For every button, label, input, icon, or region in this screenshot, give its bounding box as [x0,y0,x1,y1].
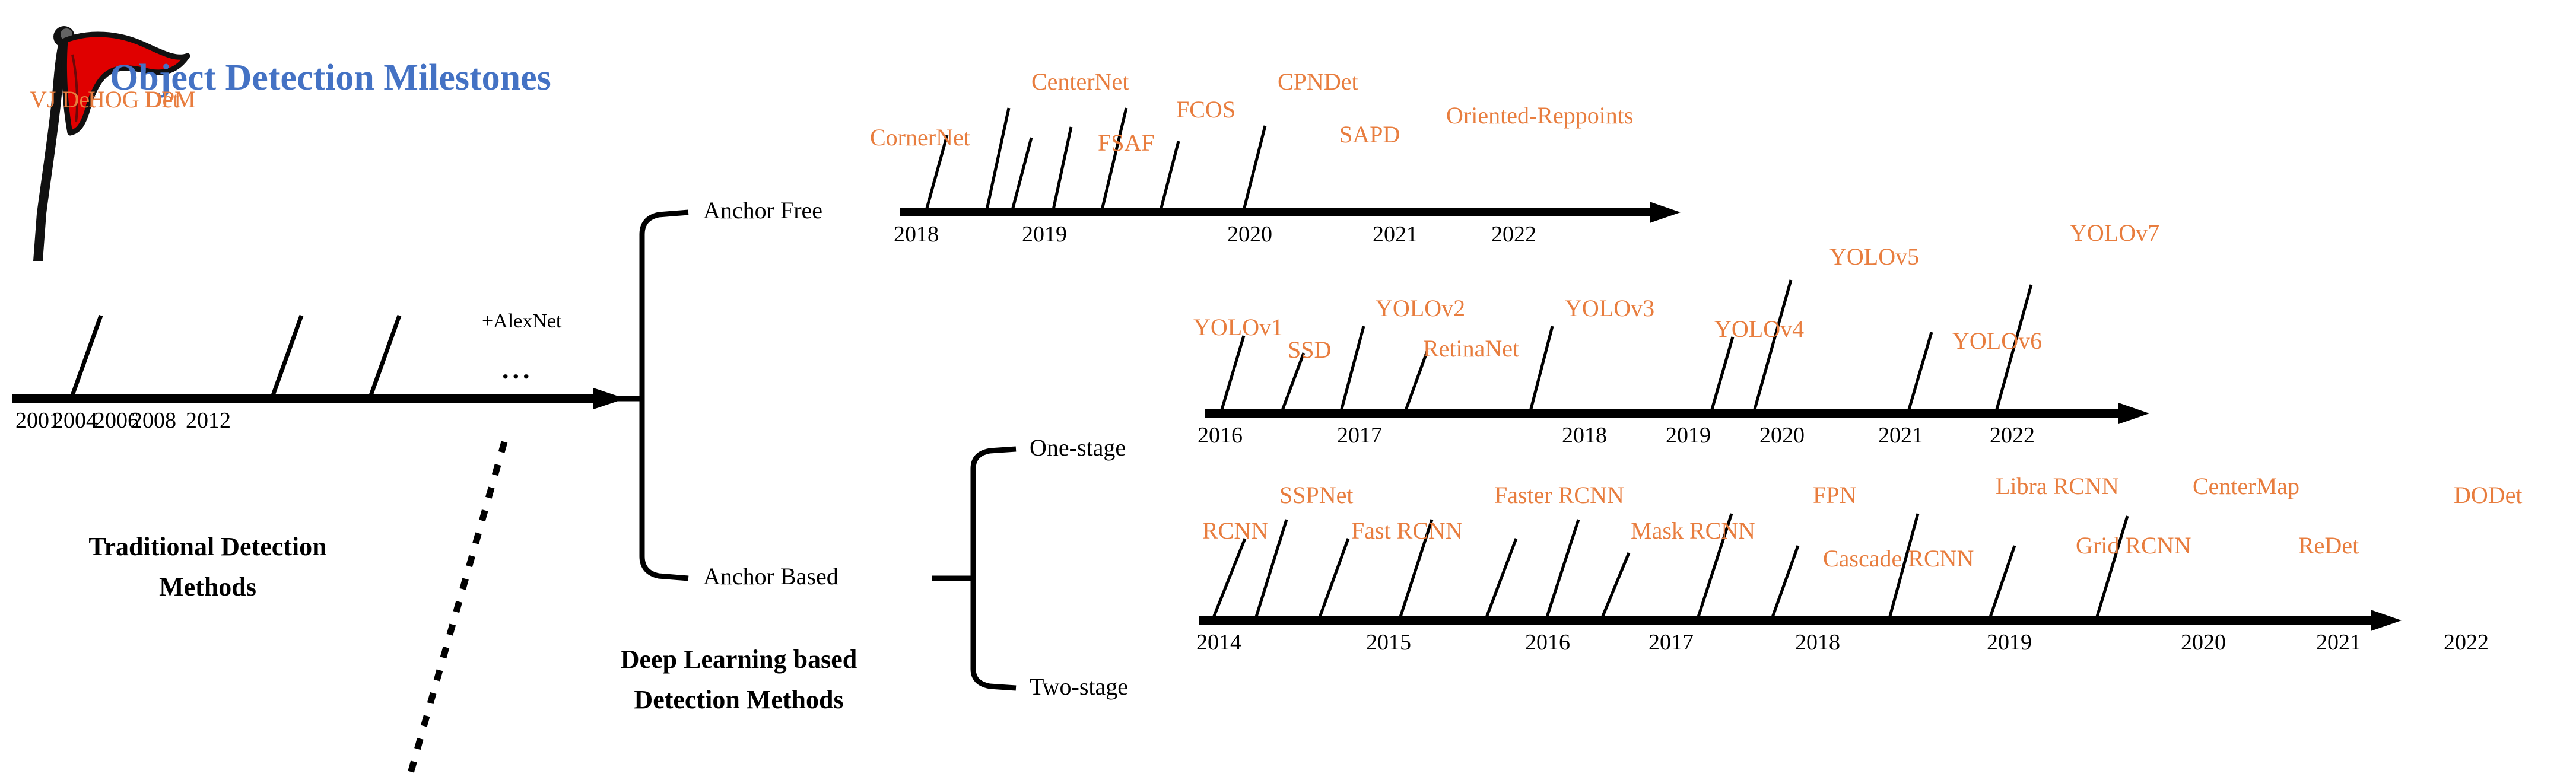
tick-vj-det [69,314,103,400]
tick-yolov5 [1752,279,1793,414]
branch-label-one-stage: One-stage [1030,434,1126,461]
tick-fast-rcnn [1317,538,1350,621]
tick-dpm [367,314,402,400]
dotted-divider [406,441,508,777]
tick-yolov2 [1339,326,1365,414]
tick-rcnn [1211,538,1247,621]
method-label-dodet: DODet [2454,482,2523,508]
ts-year-label-2017: 2017 [1648,630,1694,655]
tick-oriented-reppoints [1241,125,1267,213]
method-label-centernet: CenterNet [1031,68,1129,95]
method-label-yolov5: YOLOv5 [1829,243,1920,270]
ts-year-label-2016: 2016 [1525,630,1570,655]
tick-yolov6 [1906,332,1933,414]
caption-deep-learning-line1: Deep Learning based [620,645,857,674]
method-label-cascade-rcnn: Cascade RCNN [1823,545,1974,572]
ts-year-label-2019: 2019 [1987,630,2032,655]
os-year-label-2020: 2020 [1759,423,1805,448]
page-title: Object Detection Milestones [110,58,551,98]
branch-label-two-stage: Two-stage [1030,673,1129,700]
tick-grid-rcnn [1770,545,1800,621]
ts-year-label-2018: 2018 [1795,630,1840,655]
year-label-2006: 2006 [94,408,139,433]
os-year-label-2016: 2016 [1198,423,1243,448]
method-label-oriented-reppoints: Oriented-Reppoints [1446,102,1634,129]
method-label-sapd: SAPD [1339,121,1400,148]
method-label-cpndet: CPNDet [1278,68,1358,95]
method-label-yolov2: YOLOv2 [1376,295,1466,321]
ts-year-label-2022: 2022 [2444,630,2489,655]
ts-year-label-2014: 2014 [1196,630,1241,655]
af-year-label-2022: 2022 [1491,222,1536,247]
tick-fpn [1544,519,1580,621]
method-label-yolov3: YOLOv3 [1565,295,1655,321]
root-bracket [601,209,689,581]
year-label-2004: 2004 [52,408,97,433]
ts-year-label-2021: 2021 [2316,630,2361,655]
method-label-fcos: FCOS [1176,96,1236,123]
tick-cpndet [1100,107,1128,213]
method-label-ssd: SSD [1288,336,1332,363]
year-label-2012: 2012 [186,408,231,433]
method-label-cornernet: CornerNet [870,124,970,151]
os-year-label-2019: 2019 [1666,423,1711,448]
method-label-yolov7: YOLOv7 [2070,219,2160,246]
method-label-faster-rcnn: Faster RCNN [1494,482,1624,508]
tick-yolov3 [1528,326,1554,414]
os-year-label-2022: 2022 [1990,423,2035,448]
os-year-label-2018: 2018 [1562,423,1607,448]
method-label-sspnet: SSPNet [1279,482,1354,508]
method-label-grid-rcnn: Grid RCNN [2076,532,2191,559]
method-label-fast-rcnn: Fast RCNN [1351,517,1463,544]
tick-cascade-rcnn [1599,552,1631,621]
anchor-based-bracket [932,446,1017,691]
tick-fcos [1051,126,1073,213]
ts-year-label-2015: 2015 [1366,630,1411,655]
tick-hog-det [269,314,304,400]
tick-yolov1 [1219,335,1246,414]
af-year-label-2021: 2021 [1373,222,1418,247]
method-label-fpn: FPN [1813,482,1857,508]
ellipsis-annotation: ... [502,354,533,384]
method-label-retinanet: RetinaNet [1423,335,1520,362]
year-label-2001: 2001 [15,408,61,433]
method-label-centermap: CenterMap [2193,473,2299,499]
tick-centernet [984,107,1011,213]
method-label-hog-det: HOG Det [88,86,180,113]
branch-label-anchor-based: Anchor Based [703,563,838,590]
alexnet-annotation: +AlexNet [482,310,562,332]
method-label-libra-rcnn: Libra RCNN [1996,473,2119,499]
caption-traditional-line1: Traditional Detection [88,532,327,561]
year-label-2008: 2008 [131,408,176,433]
tick-yolov4 [1709,336,1735,414]
method-label-mask-rcnn: Mask RCNN [1631,517,1756,544]
os-year-label-2017: 2017 [1337,423,1382,448]
af-year-label-2020: 2020 [1227,222,1272,247]
method-label-rcnn: RCNN [1202,517,1269,544]
method-label-yolov1: YOLOv1 [1193,314,1284,340]
branch-label-anchor-free: Anchor Free [703,197,823,224]
method-label-yolov4: YOLOv4 [1714,316,1805,342]
ts-year-label-2020: 2020 [2181,630,2226,655]
tick-mask-rcnn [1484,538,1518,621]
method-label-yolov6: YOLOv6 [1952,327,2043,354]
tick-redet [1987,545,2016,621]
method-label-redet: ReDet [2298,532,2359,559]
af-year-label-2019: 2019 [1022,222,1067,247]
caption-traditional-line2: Methods [159,572,256,601]
method-label-vj-det: VJ Det [30,86,97,113]
method-label-fsaf: FSAF [1098,129,1155,156]
method-label-dpm: DPM [144,86,196,113]
os-year-label-2021: 2021 [1878,423,1923,448]
tick-fsaf [1010,137,1033,213]
af-year-label-2018: 2018 [894,222,939,247]
tick-sapd [1158,141,1180,213]
caption-deep-learning-line2: Detection Methods [634,685,844,714]
